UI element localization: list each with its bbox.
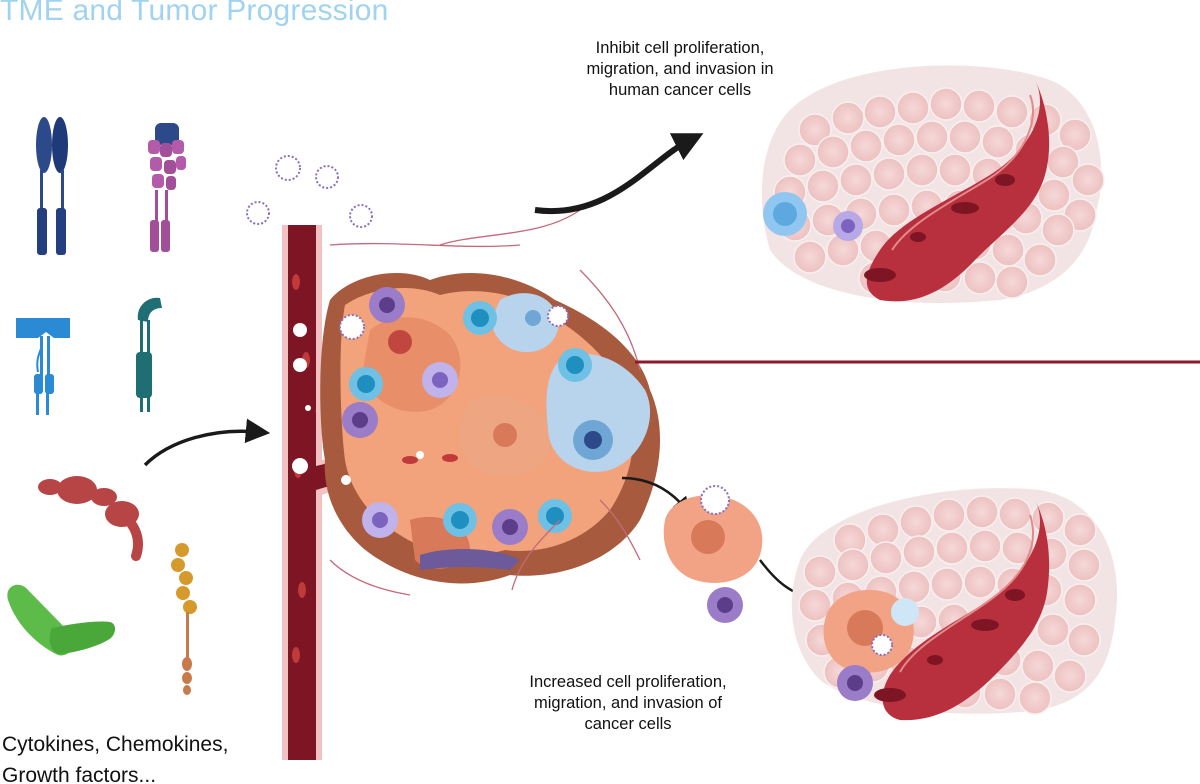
inhibit-arrow (534, 133, 704, 215)
cytokine-chain-orange-icon (171, 543, 197, 695)
virus-particle-icon (339, 314, 365, 340)
t-cell (443, 503, 477, 537)
receptor-blue-icon (16, 318, 70, 415)
inhibit-caption: Inhibit cell proliferation, migration, a… (586, 39, 774, 99)
dendritic-cell (492, 509, 528, 545)
t-cell (463, 301, 497, 335)
increase-caption: Increased cell proliferation, migration,… (529, 673, 727, 733)
virus-particle-icon (315, 165, 339, 189)
ecm-fibers (329, 209, 641, 596)
factors-label: Cytokines, Chemokines, Growth factors... (2, 733, 229, 784)
receptor-purple-icon (148, 123, 186, 252)
virus-particle-icon (547, 305, 569, 327)
dendritic-cell (707, 587, 743, 623)
receptor-teal-icon (136, 297, 162, 412)
dendritic-cell (369, 287, 405, 323)
t-cell (349, 367, 383, 401)
t-cell (538, 499, 572, 533)
virus-particle-icon (275, 155, 301, 181)
chemokine-red-icon (38, 476, 143, 561)
growth-factor-green-icon (7, 584, 116, 656)
dendritic-cell (362, 502, 398, 538)
white-blood-cells (292, 323, 424, 485)
dendritic-cell (342, 402, 378, 438)
t-cell (558, 348, 592, 382)
tissue-bottom (791, 488, 1118, 721)
virus-particle-icon (246, 201, 270, 225)
tissue-top (761, 65, 1105, 303)
virus-particle-icon (349, 204, 373, 228)
factors-to-tme-arrow (143, 418, 271, 467)
dendritic-cell (422, 362, 458, 398)
page-title: TME and Tumor Progression (0, 0, 389, 27)
receptor-navy-icon (36, 117, 68, 255)
migrating-cancer-cell (663, 485, 763, 583)
